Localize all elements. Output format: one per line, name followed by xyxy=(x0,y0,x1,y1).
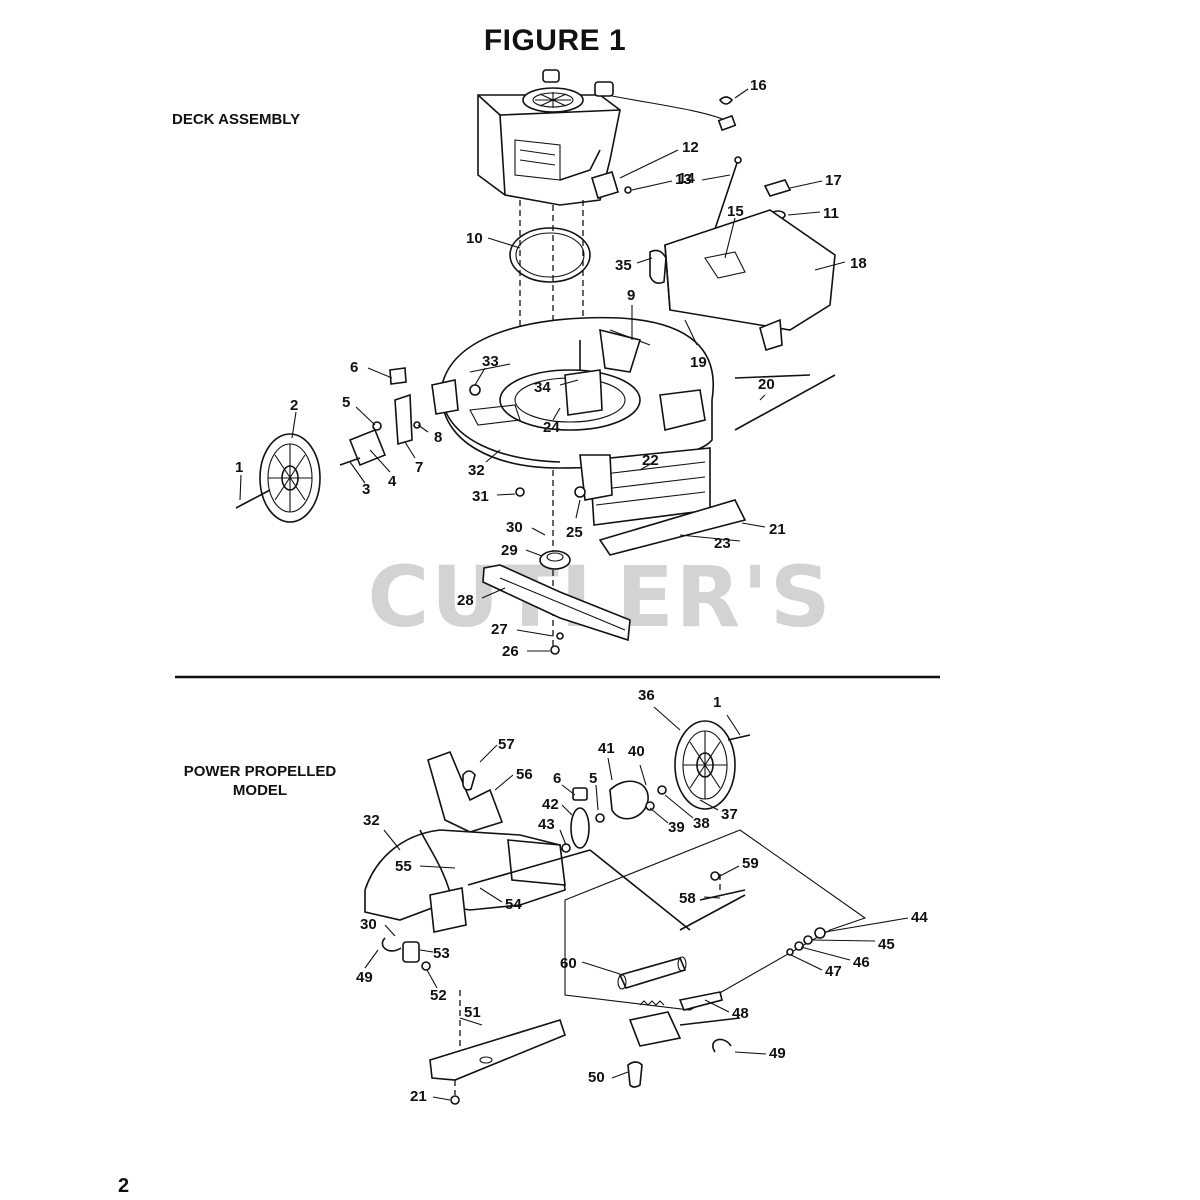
callout-24: 24 xyxy=(543,419,560,436)
callout-6: 6 xyxy=(553,770,561,787)
power-propelled-heading: POWER PROPELLED MODEL xyxy=(170,762,350,800)
height-adjuster-parts xyxy=(339,367,586,498)
callout-52: 52 xyxy=(430,987,447,1004)
rear-flap-assembly xyxy=(579,374,836,556)
callout-40: 40 xyxy=(628,743,645,760)
callout-38: 38 xyxy=(693,815,710,832)
callout-9: 9 xyxy=(627,287,635,304)
callout-19: 19 xyxy=(690,354,707,371)
callout-28: 28 xyxy=(457,592,474,609)
callout-17: 17 xyxy=(825,172,842,189)
deck-gasket-ring xyxy=(509,227,591,283)
power-propelled-callouts: 36 1 57 41 40 56 6 5 37 42 39 38 43 xyxy=(356,687,928,1105)
callout-45: 45 xyxy=(878,936,895,953)
callout-5: 5 xyxy=(342,394,350,411)
callout-51: 51 xyxy=(464,1004,481,1021)
callout-22: 22 xyxy=(642,452,659,469)
callout-12: 12 xyxy=(682,139,699,156)
callout-32: 32 xyxy=(468,462,485,479)
callout-33: 33 xyxy=(482,353,499,370)
callout-11: 11 xyxy=(823,205,839,222)
callout-7: 7 xyxy=(415,459,423,476)
callout-14: 14 xyxy=(678,170,695,187)
callout-57: 57 xyxy=(498,736,515,753)
callout-30: 30 xyxy=(506,519,523,536)
callout-20: 20 xyxy=(758,376,775,393)
callout-35: 35 xyxy=(615,257,632,274)
callout-55: 55 xyxy=(395,858,412,875)
power-propelled-heading-line2: MODEL xyxy=(232,782,288,799)
callout-16: 16 xyxy=(750,77,767,94)
callout-60: 60 xyxy=(560,955,577,972)
callout-6: 6 xyxy=(350,359,358,376)
callout-37: 37 xyxy=(721,806,738,823)
callout-8: 8 xyxy=(434,429,442,446)
callout-3: 3 xyxy=(362,481,370,498)
engine-hardware xyxy=(591,96,792,331)
front-wheel xyxy=(235,433,321,523)
deck-callouts: 16 12 13 14 17 11 15 18 10 35 9 19 6 xyxy=(235,77,867,660)
callout-59: 59 xyxy=(742,855,759,872)
callout-27: 27 xyxy=(491,621,508,638)
callout-34: 34 xyxy=(534,379,551,396)
callout-1: 1 xyxy=(235,459,243,476)
callout-31: 31 xyxy=(472,488,489,505)
callout-43: 43 xyxy=(538,816,555,833)
callout-32: 32 xyxy=(363,812,380,829)
rear-chute-guard xyxy=(649,209,836,352)
callout-50: 50 xyxy=(588,1069,605,1086)
callout-2: 2 xyxy=(290,397,298,414)
figure-title: FIGURE 1 xyxy=(483,24,627,57)
power-propelled-heading-line1: POWER PROPELLED xyxy=(183,763,337,780)
callout-42: 42 xyxy=(542,796,559,813)
callout-44: 44 xyxy=(911,909,928,926)
power-propelled-illustration xyxy=(364,720,867,1105)
callout-1: 1 xyxy=(713,694,721,711)
callout-4: 4 xyxy=(388,473,397,490)
callout-36: 36 xyxy=(638,687,655,704)
callout-49: 49 xyxy=(769,1045,786,1062)
callout-56: 56 xyxy=(516,766,533,783)
deck-assembly-heading: DECK ASSEMBLY xyxy=(172,111,301,128)
callout-48: 48 xyxy=(732,1005,749,1022)
blade-assembly xyxy=(482,550,631,655)
callout-18: 18 xyxy=(850,255,867,272)
callout-5: 5 xyxy=(589,770,597,787)
callout-41: 41 xyxy=(598,740,615,757)
callout-58: 58 xyxy=(679,890,696,907)
callout-30: 30 xyxy=(360,916,377,933)
callout-47: 47 xyxy=(825,963,842,980)
page-number: 2 xyxy=(118,1175,130,1197)
callout-25: 25 xyxy=(566,524,583,541)
callout-46: 46 xyxy=(853,954,870,971)
engine-illustration xyxy=(477,69,737,395)
callout-21: 21 xyxy=(410,1088,427,1105)
callout-13: 13 xyxy=(675,171,692,188)
mower-deck-housing xyxy=(431,316,714,650)
callout-23: 23 xyxy=(714,535,731,552)
callout-26: 26 xyxy=(502,643,519,660)
callout-49: 49 xyxy=(356,969,373,986)
callout-53: 53 xyxy=(433,945,450,962)
callout-54: 54 xyxy=(505,896,522,913)
callout-29: 29 xyxy=(501,542,518,559)
callout-15: 15 xyxy=(727,203,744,220)
callout-10: 10 xyxy=(466,230,483,247)
callout-39: 39 xyxy=(668,819,685,836)
callout-21: 21 xyxy=(769,521,786,538)
